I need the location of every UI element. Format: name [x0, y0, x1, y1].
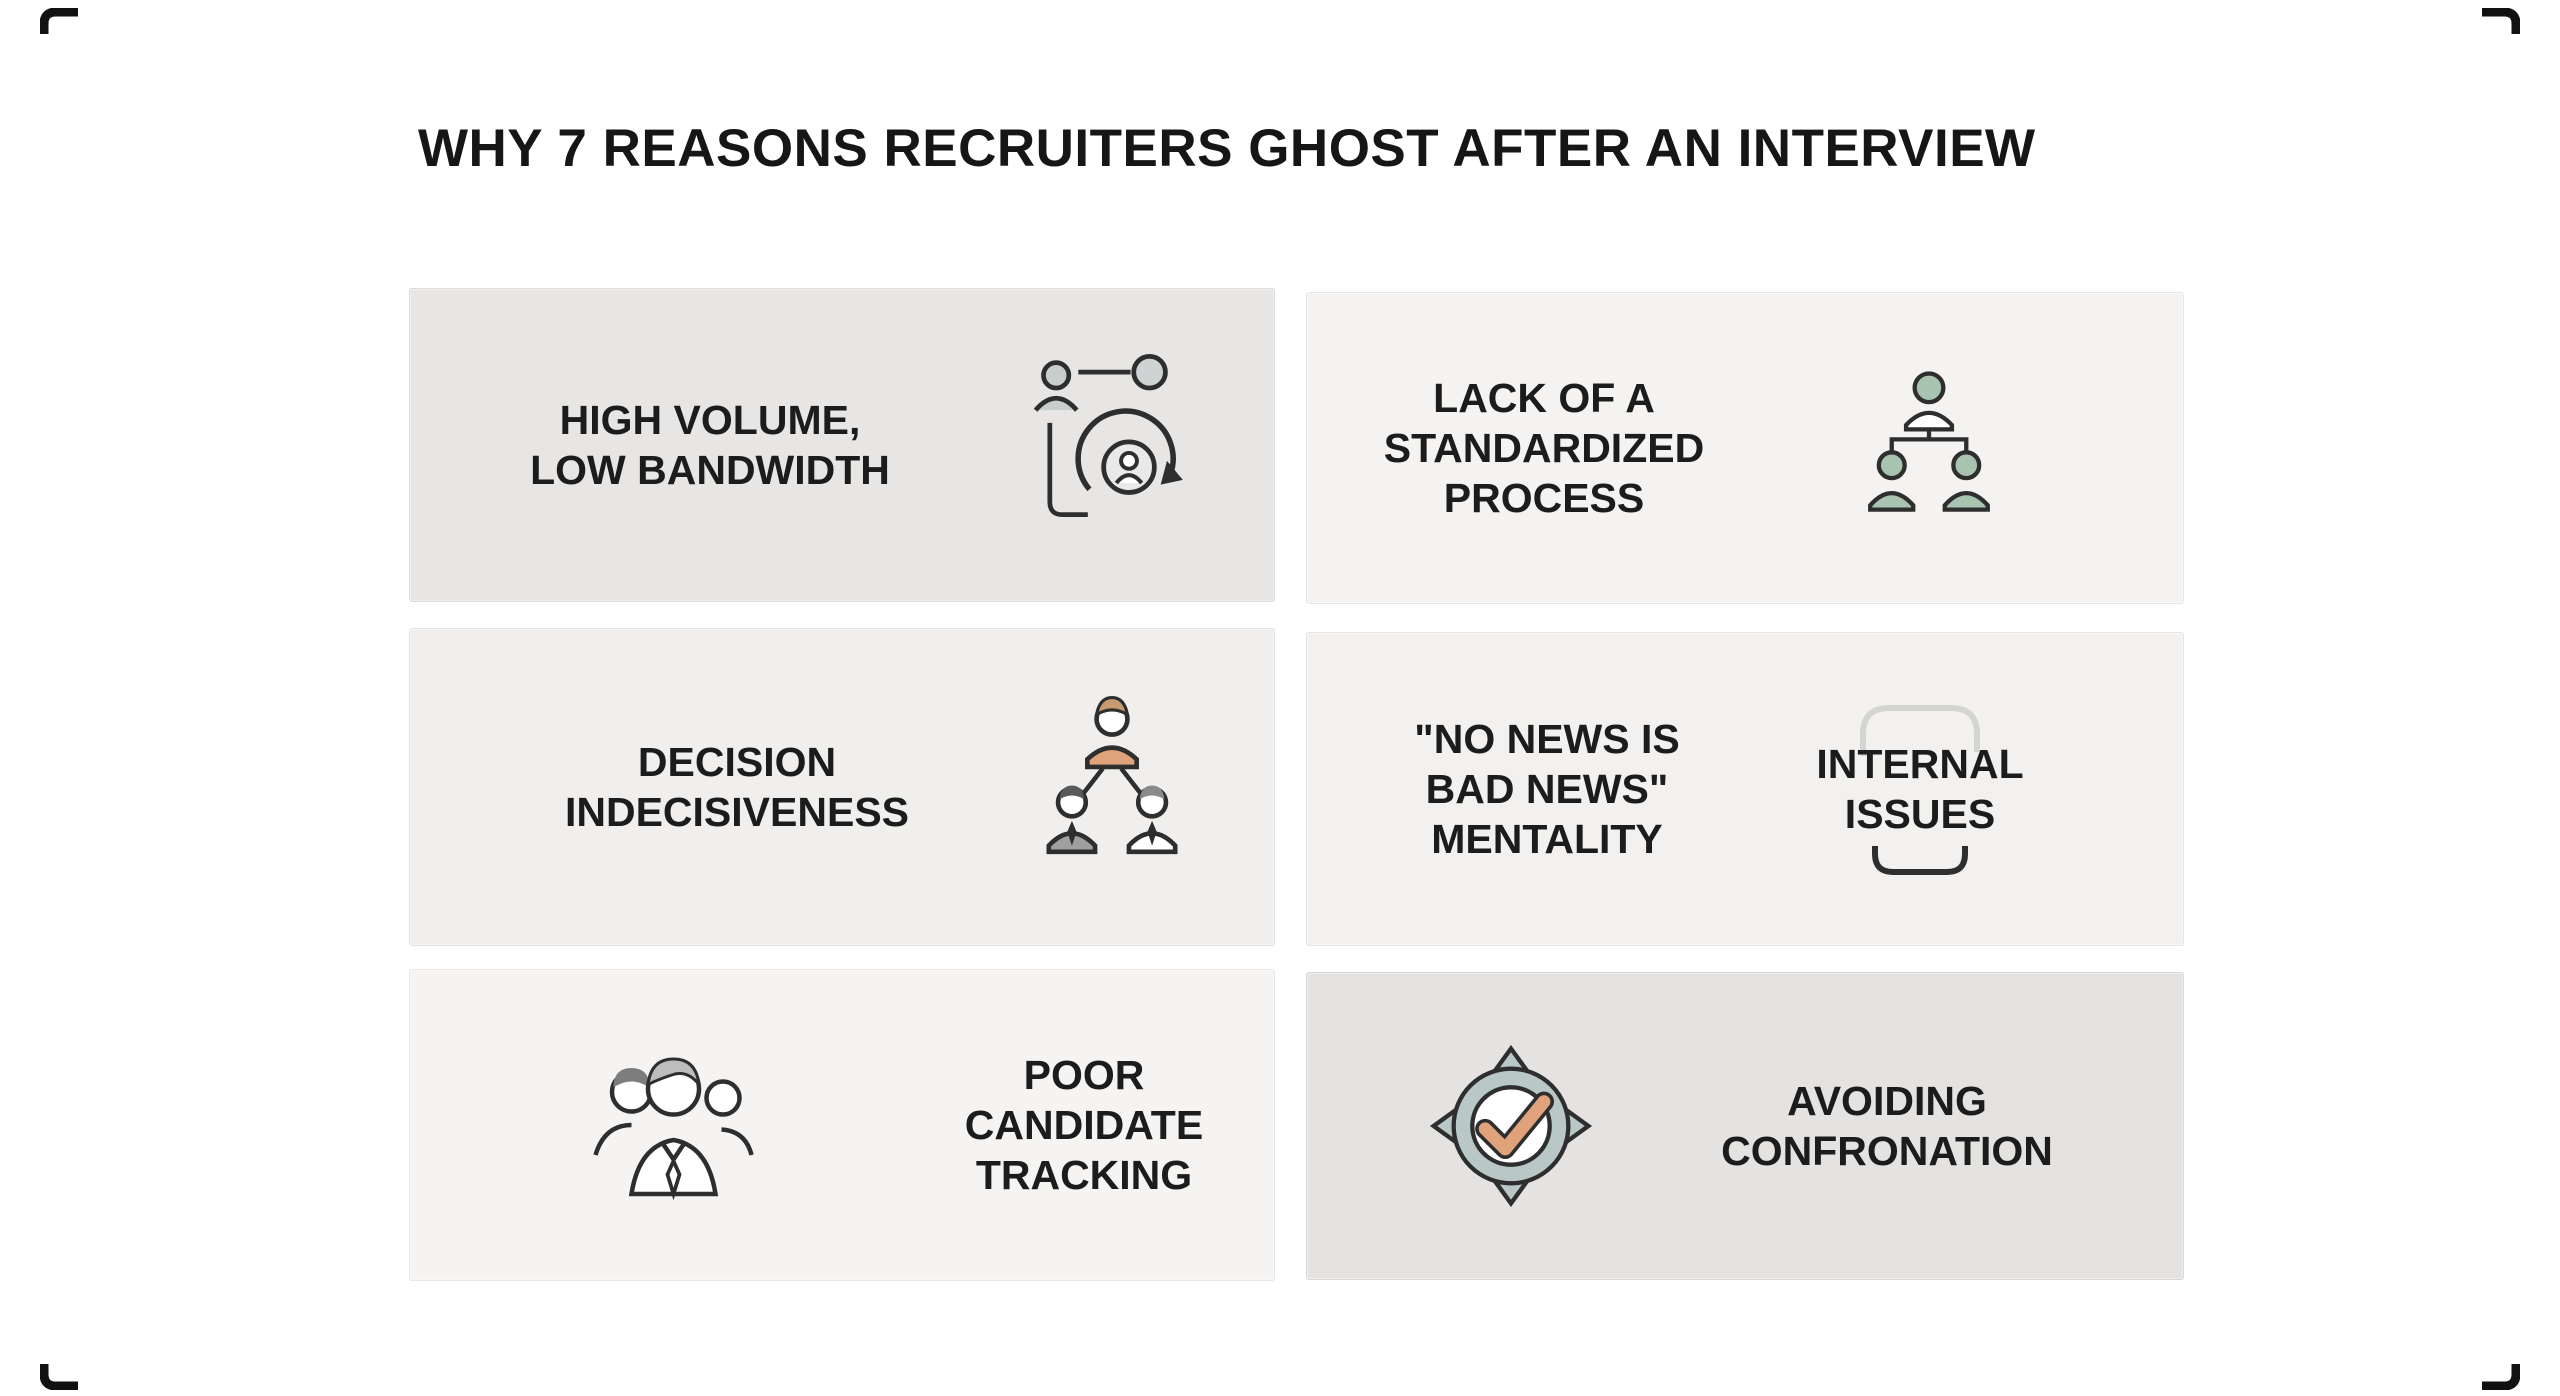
card-high-volume: HIGH VOLUME, LOW BANDWIDTH [409, 288, 1275, 602]
corner-mark-bottom-left [40, 1364, 78, 1390]
card-candidate-tracking: POOR CANDIDATE TRACKING [409, 969, 1275, 1281]
card-label: DECISION INDECISIVENESS [564, 738, 910, 835]
team-hierarchy-orange-icon [1020, 695, 1205, 880]
card-label: AVOIDING CONFRONATION [1721, 1077, 2053, 1174]
card-label: LACK OF A STANDARDIZED PROCESS [1383, 374, 1705, 522]
team-hierarchy-green-icon [1843, 362, 2015, 534]
rounded-frame-icon [1795, 674, 2045, 904]
candidate-group-icon [578, 1035, 773, 1215]
card-avoiding-confrontation: AVOIDING CONFRONATION [1306, 972, 2184, 1280]
person-cycle-icon [1015, 350, 1205, 540]
card-decision-indecisiveness: DECISION INDECISIVENESS [409, 628, 1275, 946]
check-badge-icon [1425, 1040, 1597, 1212]
card-label: HIGH VOLUME, LOW BANDWIDTH [530, 396, 890, 493]
corner-mark-top-left [40, 8, 78, 34]
corner-mark-bottom-right [2482, 1364, 2520, 1390]
card-label: POOR CANDIDATE TRACKING [964, 1051, 1204, 1199]
corner-mark-top-right [2482, 8, 2520, 34]
card-standardized-process: LACK OF A STANDARDIZED PROCESS [1306, 292, 2184, 604]
card-label: "NO NEWS IS BAD NEWS" MENTALITY [1414, 715, 1680, 863]
page-title: WHY 7 REASONS RECRUITERS GHOST AFTER AN … [418, 119, 2036, 178]
card-no-news-mentality: "NO NEWS IS BAD NEWS" MENTALITY INTERNAL… [1306, 632, 2184, 946]
card-sublabel: INTERNAL ISSUES [1816, 740, 2024, 837]
